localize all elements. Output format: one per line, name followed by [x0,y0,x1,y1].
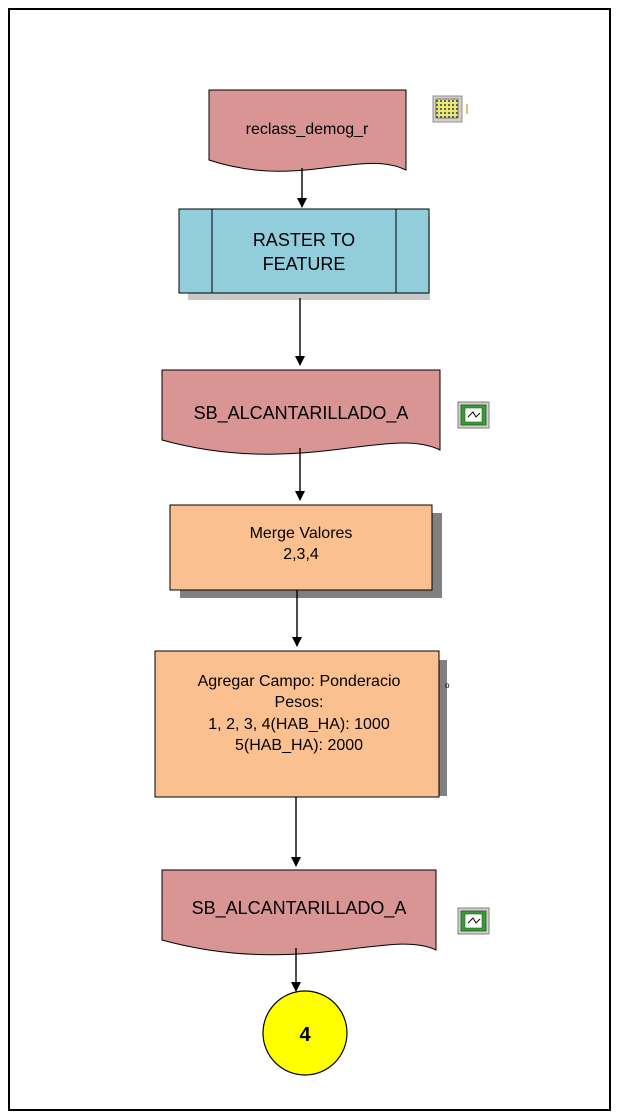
input-raster-label: reclass_demog_r [246,121,369,138]
add-field-line4: 5(HAB_HA): 2000 [235,737,363,754]
add-field-line1: Agregar Campo: Ponderacio [198,673,401,690]
connector-circle [262,990,348,1076]
add-field-line3: 1, 2, 3, 4(HAB_HA): 1000 [208,716,390,733]
process-shape [154,650,440,798]
process-shape [169,504,433,591]
document-shape [161,369,441,455]
feature-output-2-label: SB_ALCANTARILLADO_A [192,898,407,919]
raster-to-feature-node[interactable]: RASTER TO FEATURE [178,208,430,300]
feature-output-2-node[interactable]: SB_ALCANTARILLADO_A [161,869,437,956]
raster-grid-icon [432,95,468,123]
feature-class-icon [457,401,490,429]
merge-process-node[interactable]: Merge Valores 2,3,4 [169,504,442,598]
tool-label-line1: RASTER TO [253,230,355,250]
merge-label-line1: Merge Valores [250,525,353,542]
merge-label-line2: 2,3,4 [283,546,319,563]
off-page-connector[interactable]: 4 [262,990,348,1076]
input-raster-node[interactable]: reclass_demog_r [208,89,407,172]
tool-shape [178,208,430,294]
feature-output-1-node[interactable]: SB_ALCANTARILLADO_A [161,369,441,455]
page-border [8,8,611,1111]
add-field-line2: Pesos: [275,694,324,711]
small-marker: o [445,681,450,690]
add-field-process-node[interactable]: o Agregar Campo: Ponderacio Pesos: 1, 2,… [154,650,450,798]
feature-class-icon [457,907,490,935]
connector-label: 4 [299,1024,311,1046]
feature-output-1-label: SB_ALCANTARILLADO_A [194,403,409,424]
tool-label-line2: FEATURE [263,254,346,274]
document-shape [161,869,437,956]
document-shape [208,89,407,172]
